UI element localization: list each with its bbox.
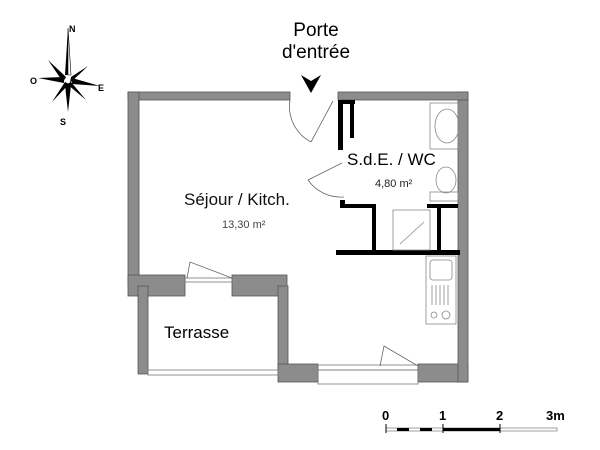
interior-walls <box>336 100 460 255</box>
entrance-label: Porte d'entrée <box>266 20 366 64</box>
compass-rose-icon <box>38 27 100 112</box>
scale-bar <box>385 424 558 433</box>
compass-east-label: E <box>98 83 105 93</box>
entrance-label-line1: Porte <box>293 20 339 41</box>
scale-label-0: 0 <box>382 408 390 423</box>
compass-west-label: O <box>30 76 38 86</box>
room-name-sde-wc: S.d.E. / WC <box>347 150 436 169</box>
entrance-arrow-icon <box>301 75 321 93</box>
compass-north-label: N <box>69 24 76 34</box>
room-name-terrasse: Terrasse <box>164 323 230 342</box>
scale-label-2: 2 <box>496 408 504 423</box>
scale-label-3m: 3m <box>546 408 565 423</box>
room-area-sde-wc: 4,80 m² <box>375 178 413 190</box>
entrance-label-line2: d'entrée <box>281 42 351 63</box>
room-area-sejour: 13,30 m² <box>222 219 266 231</box>
door-swings <box>186 99 419 367</box>
windows <box>147 277 419 385</box>
compass-south-label: S <box>60 117 67 127</box>
exterior-walls <box>127 91 469 383</box>
room-name-sejour: Séjour / Kitch. <box>184 190 290 209</box>
fixtures <box>392 102 460 325</box>
scale-label-1: 1 <box>439 408 447 423</box>
